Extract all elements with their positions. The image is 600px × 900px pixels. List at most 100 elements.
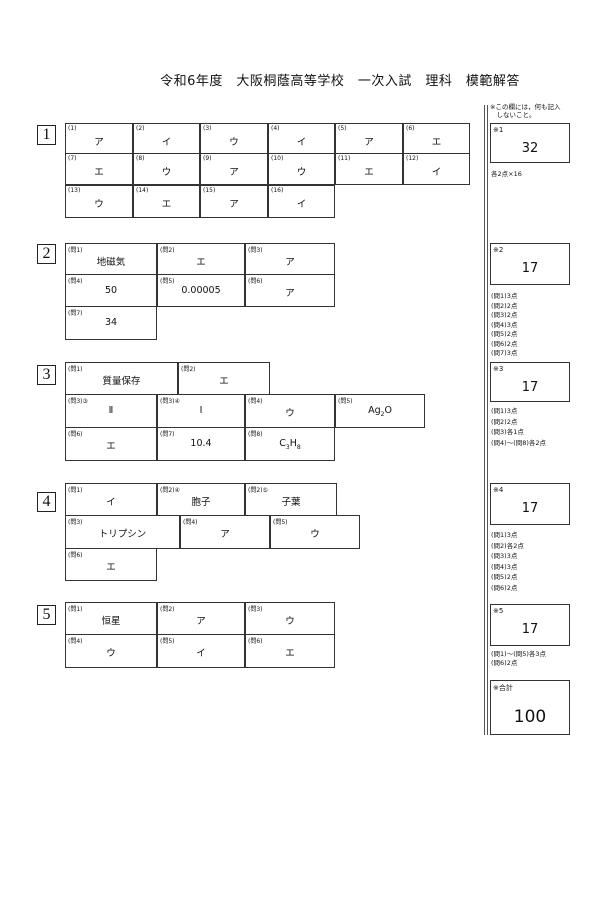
point-line: (問1)3点 [491,531,518,539]
answer-text: ウ [229,137,239,148]
answer-text: エ [364,167,374,178]
answer-text: C3H8 [279,438,301,451]
point-line: (問7)3点 [491,349,518,357]
answer-cell: (問1)地磁気 [65,243,157,275]
question-label: (問3)③ [68,398,88,405]
answer-text: イ [196,648,206,659]
answer-text: エ [106,441,116,452]
answer-cell: (15)ア [200,185,268,218]
answer-cell: (問3)トリプシン [65,515,180,549]
answer-cell: (問7)34 [65,306,157,340]
question-label: (問6) [248,278,263,285]
answer-text: エ [285,648,295,659]
answer-cell: (問5) Ag2O [335,394,425,428]
answer-text: 胞子 [191,497,211,508]
question-label: (問4) [183,519,198,526]
question-label: (問5) [160,638,175,645]
answer-cell: (問3)ア [245,243,335,275]
answer-text: ア [94,137,104,148]
answer-cell: (問4)ア [180,515,270,549]
answer-cell: (問1)質量保存 [65,362,178,395]
point-breakdown: (問1)3点(問2)2点(問3)2点(問4)3点(問5)2点(問6)2点(問7)… [491,292,517,359]
answer-text: ウ [285,408,295,419]
answer-text: エ [219,376,229,387]
question-label: (問6) [68,552,83,559]
point-breakdown: (問1)～(問5)各3点(問6)2点 [491,650,546,668]
question-label: (問2)⑤ [248,487,268,494]
question-label: (16) [271,187,284,194]
answer-text: ア [196,616,206,627]
score-key: ※2 [493,246,504,254]
point-line: 各2点×16 [491,170,522,178]
answer-text: エ [161,199,172,210]
question-label: (問3) [68,519,83,526]
answer-cell: (2)イ [133,123,200,154]
answer-text: Ag2O [368,405,392,418]
answer-cell: (問5) ウ [270,515,360,549]
question-label: (問3) [248,247,263,254]
answer-text: ウ [310,529,320,540]
answer-cell: (問2)④ 胞子 [157,483,245,516]
point-line: (問3)2点 [491,311,518,319]
score-value: 17 [521,261,539,276]
point-line: (問4)～(問8)各2点 [491,438,547,447]
question-label: (問6) [248,638,263,645]
point-line: (問2)2点 [491,301,518,310]
score-value: 17 [521,501,539,516]
page-title: 令和6年度 大阪桐蔭高等学校 一次入試 理科 模範解答 [160,74,520,89]
answer-text: 10.4 [190,438,212,449]
question-label: (問4) [68,638,83,645]
section-number: 5 [37,605,56,625]
answer-cell: (問6) ア [245,274,335,307]
section-number: 4 [37,492,56,512]
divider-line [484,105,488,735]
question-label: (問2) [160,606,175,613]
question-label: (問1) [68,487,83,494]
point-line: (問2)各2点 [491,541,524,550]
answer-cell: (問2)エ [178,362,270,395]
score-key: ※合計 [493,684,513,692]
question-label: (5) [338,125,347,132]
question-label: (問4) [248,398,263,405]
point-line: (問6)2点 [491,339,518,348]
question-label: (2) [136,125,145,132]
answer-cell: (問8) C3H8 [245,427,335,461]
answer-cell: (問5)0.00005 [157,274,245,307]
answer-text: ウ [285,616,295,627]
answer-text: イ [296,137,307,148]
answer-cell: (問6) エ [65,548,157,581]
answer-text: 恒星 [101,616,121,627]
score-key: ※4 [493,486,504,494]
score-key: ※1 [493,126,504,134]
point-line: (問5)2点 [491,573,518,581]
point-breakdown: (問1)3点(問2)各2点(問3)3点(問4)3点(問5)2点(問6)2点 [491,530,524,593]
question-label: (9) [203,155,212,162]
answer-text: エ [106,562,116,573]
question-label: (問8) [248,431,263,438]
answer-text: ウ [106,648,116,659]
answer-cell: (10)ウ [268,153,335,185]
question-label: (問3) [248,606,263,613]
answer-text: エ [431,137,442,148]
point-line: (問2)2点 [491,417,518,426]
question-label: (問5) [338,398,353,405]
point-line: (問6)2点 [491,659,518,667]
question-label: (問5) [273,519,288,526]
question-label: (問3)④ [160,398,180,405]
question-label: (問5) [160,278,175,285]
scoring-note: ※この欄には，何も記入 しないこと。 [490,103,561,119]
question-label: (8) [136,155,145,162]
answer-text: ア [229,167,239,178]
question-label: (問2)④ [160,487,180,494]
answer-cell: (9) ア [200,153,268,185]
answer-cell: (問4) ウ [65,634,157,668]
question-label: (13) [68,187,81,194]
answer-cell: (14)エ [133,185,200,218]
answer-text: ア [285,288,295,299]
